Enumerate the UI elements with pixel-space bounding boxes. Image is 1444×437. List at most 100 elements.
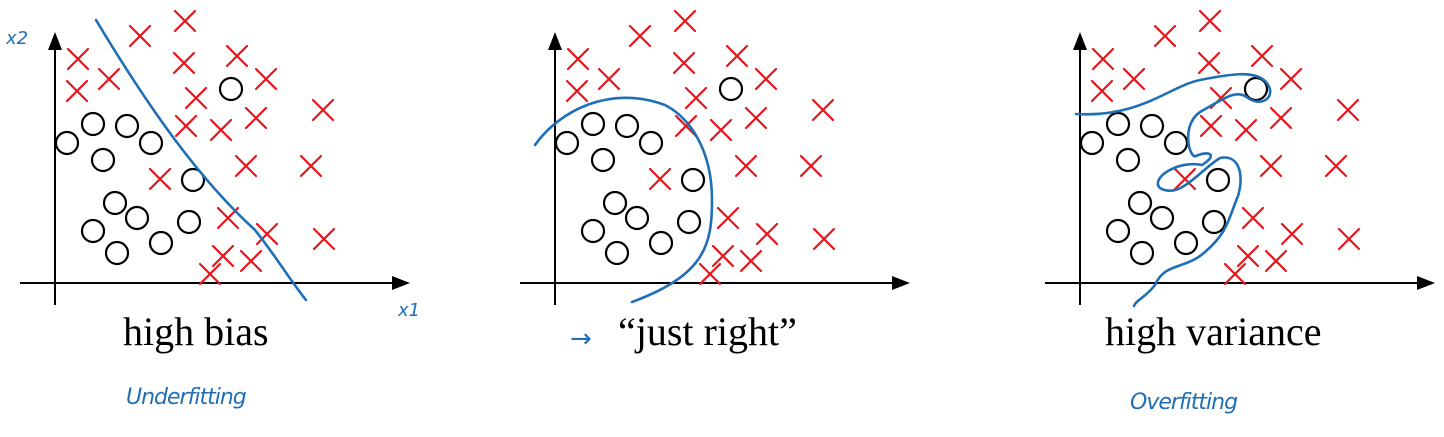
circle-point	[624, 205, 650, 231]
cross-point	[1336, 98, 1360, 122]
cross-point	[744, 106, 768, 130]
cross-point	[211, 244, 235, 268]
x-axis-arrow-icon	[1417, 276, 1435, 290]
cross-point	[566, 47, 590, 71]
cross-point	[299, 154, 323, 178]
data-points	[54, 9, 1361, 286]
cross-point	[1199, 114, 1223, 138]
cross-point	[198, 262, 222, 286]
cross-point	[716, 206, 740, 230]
cross-point	[239, 249, 263, 273]
cross-point	[1122, 67, 1146, 91]
cross-point	[812, 227, 836, 251]
caption-just-right: “just right”	[618, 309, 797, 354]
cross-point	[148, 167, 172, 191]
cross-point	[725, 44, 749, 68]
cross-point	[172, 51, 196, 75]
circle-point	[1115, 147, 1141, 173]
circle-point	[104, 240, 130, 266]
cross-point	[209, 118, 233, 142]
cross-point	[672, 51, 696, 75]
circle-point	[638, 130, 664, 156]
cross-point	[597, 67, 621, 91]
circle-point	[90, 147, 116, 173]
cross-point	[1324, 154, 1348, 178]
cross-point	[184, 86, 208, 110]
circle-point	[180, 167, 206, 193]
cross-point	[225, 44, 249, 68]
x-axis-arrow-icon	[392, 276, 410, 290]
cross-point	[684, 86, 708, 110]
cross-point	[1153, 24, 1177, 48]
decision-boundary-3	[1074, 72, 1272, 308]
caption-high-bias: high bias	[123, 309, 269, 354]
cross-point	[674, 114, 698, 138]
cross-point	[565, 79, 589, 103]
y-axis-arrow-icon	[548, 32, 562, 50]
cross-point	[97, 67, 121, 91]
cross-point	[1259, 154, 1283, 178]
circle-point	[580, 218, 606, 244]
circle-point	[1173, 230, 1199, 256]
circle-point	[590, 147, 616, 173]
circle-point	[148, 230, 174, 256]
circle-point	[648, 230, 674, 256]
circle-point	[1079, 130, 1105, 156]
cross-point	[1241, 206, 1265, 230]
circle-point	[580, 111, 606, 137]
circle-point	[1139, 113, 1165, 139]
y-axis-arrow-icon	[1073, 32, 1087, 50]
cross-point	[1280, 222, 1304, 246]
cross-point	[255, 222, 279, 246]
cross-point	[234, 154, 258, 178]
circle-point	[1105, 111, 1131, 137]
cross-point	[754, 67, 778, 91]
circle-point	[124, 205, 150, 231]
circle-point	[1163, 130, 1189, 156]
cross-point	[711, 244, 735, 268]
cross-point	[65, 79, 89, 103]
circle-point	[1129, 240, 1155, 266]
cross-point	[1264, 249, 1288, 273]
circle-point	[1205, 167, 1231, 193]
circle-point	[604, 240, 630, 266]
cross-point	[755, 222, 779, 246]
cross-point	[174, 114, 198, 138]
cross-point	[1337, 227, 1361, 251]
circle-point	[614, 113, 640, 139]
circle-point	[1127, 190, 1153, 216]
cross-point	[1173, 167, 1197, 191]
note-overfitting: Overfitting	[1130, 390, 1238, 415]
circle-point	[554, 130, 580, 156]
circle-point	[102, 190, 128, 216]
caption-high-variance: high variance	[1105, 309, 1322, 354]
cross-point	[1269, 106, 1293, 130]
cross-point	[698, 262, 722, 286]
cross-point	[673, 9, 697, 33]
y-axis-arrow-icon	[48, 32, 62, 50]
cross-point	[312, 227, 336, 251]
circle-point	[80, 111, 106, 137]
circle-point	[1149, 205, 1175, 231]
cross-point	[244, 106, 268, 130]
circle-point	[680, 167, 706, 193]
cross-point	[1250, 44, 1274, 68]
cross-point	[799, 154, 823, 178]
circle-point	[218, 76, 244, 102]
circle-point	[176, 209, 202, 235]
x-axis-arrow-icon	[892, 276, 910, 290]
cross-point	[128, 24, 152, 48]
cross-point	[1197, 51, 1221, 75]
circle-point	[80, 218, 106, 244]
note-arrow-icon: →	[570, 324, 592, 354]
circle-point	[718, 76, 744, 102]
cross-point	[254, 67, 278, 91]
cross-point	[1198, 9, 1222, 33]
cross-point	[1234, 118, 1258, 142]
x-axis-label: x1	[397, 300, 420, 321]
circle-point	[1243, 76, 1269, 102]
circle-point	[54, 130, 80, 156]
cross-point	[734, 154, 758, 178]
cross-point	[648, 167, 672, 191]
